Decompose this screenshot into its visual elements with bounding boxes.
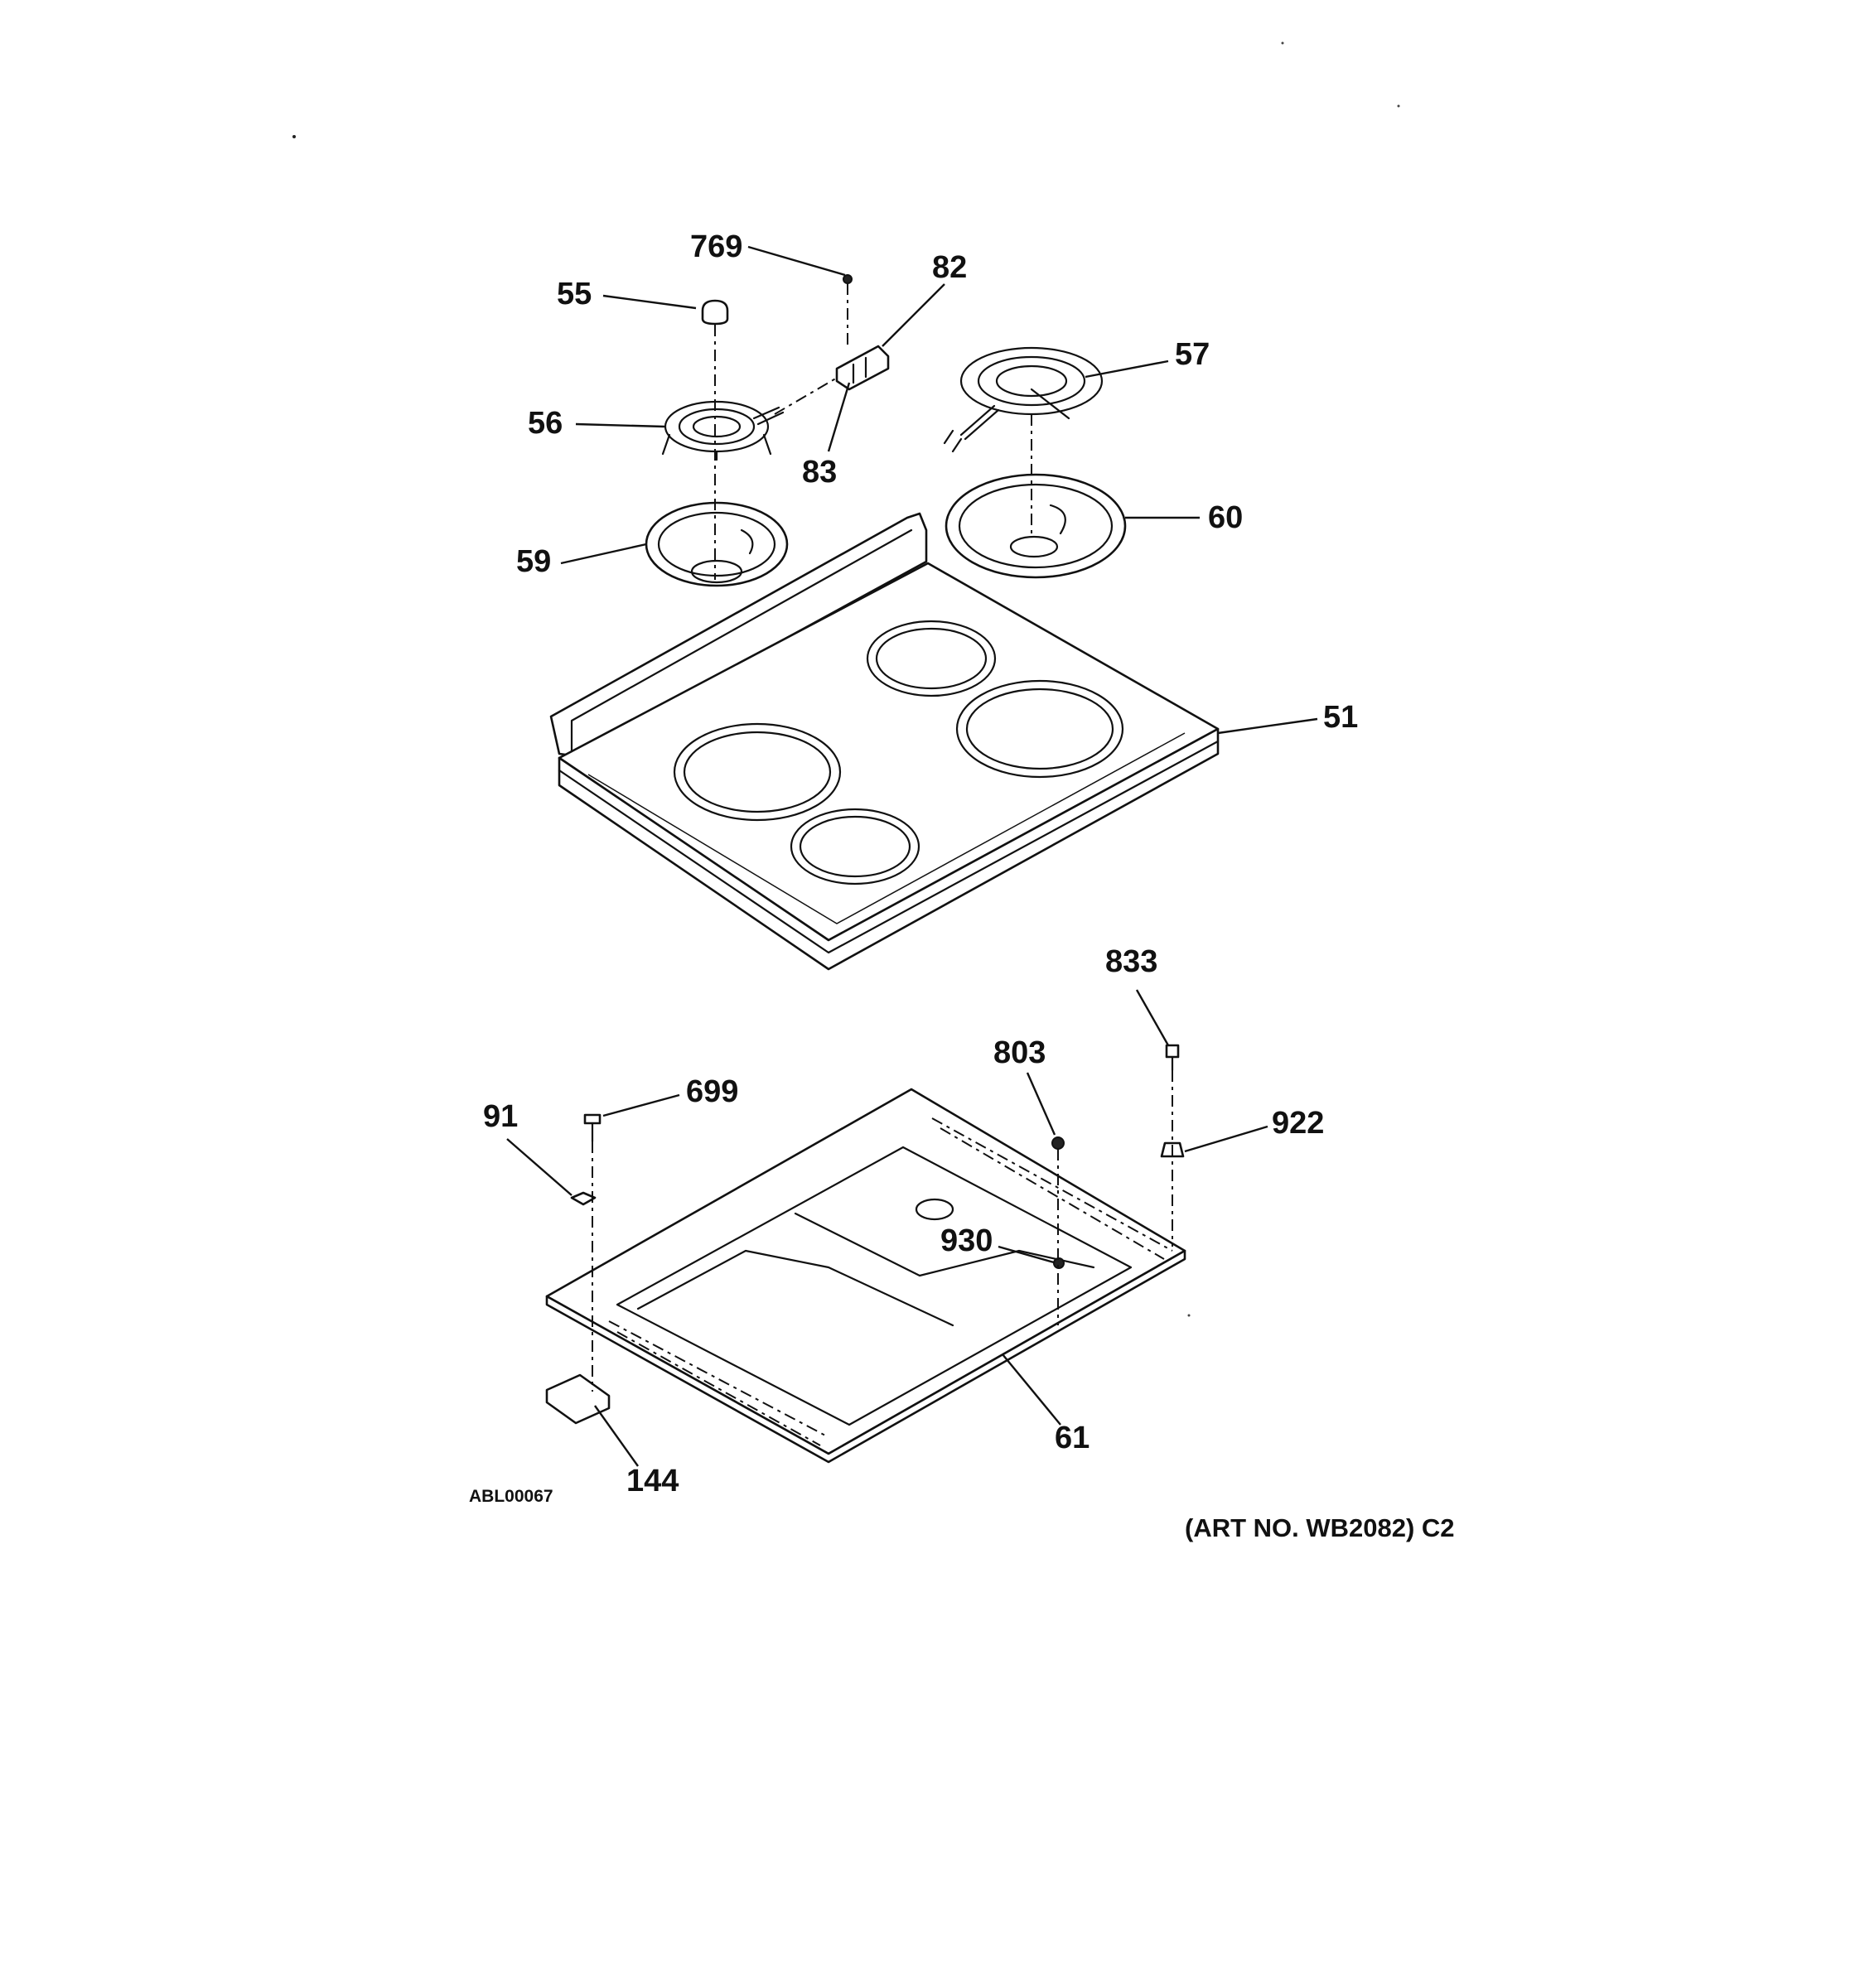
clip-part-91 (570, 1191, 597, 1206)
leader-lines (506, 245, 1318, 1467)
screw-part-833 (1165, 1044, 1180, 1072)
bracket-part-144 (545, 1373, 611, 1425)
drawing-code: ABL00067 (469, 1487, 553, 1506)
label-59: 59 (516, 544, 551, 579)
label-803: 803 (993, 1035, 1046, 1070)
label-91: 91 (483, 1099, 518, 1134)
screw-part-803 (1051, 1136, 1065, 1150)
scan-dot (1281, 41, 1284, 45)
label-51: 51 (1323, 700, 1358, 735)
label-55: 55 (557, 277, 592, 311)
drip-pan-part-59 (645, 501, 789, 587)
scan-dot (1397, 104, 1400, 108)
label-922: 922 (1272, 1106, 1324, 1141)
terminal-block-part-82 (835, 345, 890, 391)
label-82: 82 (932, 250, 967, 285)
knob-part-55 (701, 299, 729, 326)
label-57: 57 (1175, 337, 1210, 372)
bottom-panel-part-61 (545, 1088, 1186, 1464)
label-930: 930 (940, 1223, 993, 1258)
surface-unit-part-56 (661, 400, 785, 461)
label-769: 769 (690, 229, 742, 264)
surface-unit-part-57 (943, 346, 1104, 453)
label-144: 144 (626, 1464, 679, 1498)
label-699: 699 (686, 1074, 738, 1109)
screw-part-769 (843, 274, 853, 284)
drip-pan-part-60 (945, 473, 1127, 579)
label-56: 56 (528, 406, 563, 441)
label-833: 833 (1105, 944, 1157, 979)
callout-labels: 769 82 55 57 56 83 60 59 51 833 803 699 … (469, 229, 1455, 1542)
label-60: 60 (1208, 500, 1243, 535)
scan-dot (292, 135, 296, 138)
cooktop-part-51 (549, 512, 1220, 971)
label-61: 61 (1055, 1421, 1090, 1455)
scan-dot (1187, 1314, 1191, 1317)
screw-part-699 (583, 1113, 602, 1143)
label-83: 83 (802, 455, 837, 490)
alignment-lines (592, 283, 1173, 1392)
art-number-caption: (ART NO. WB2082) C2 (1185, 1513, 1455, 1542)
